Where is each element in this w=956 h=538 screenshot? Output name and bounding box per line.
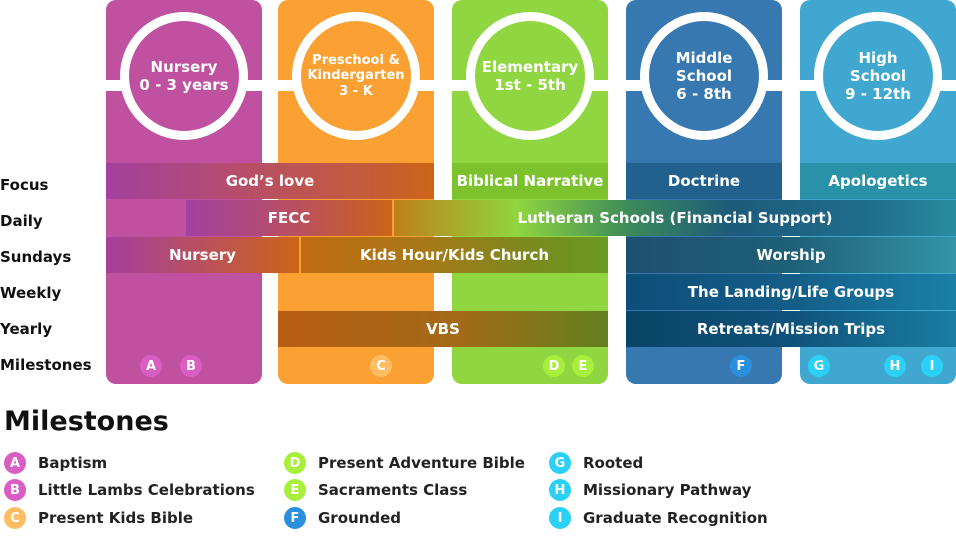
milestone-badge-i: I	[921, 355, 943, 377]
stage-range: 6 - 8th	[676, 85, 732, 103]
stage-range: 0 - 3 years	[139, 76, 229, 94]
legend-item-b: B Little Lambs Celebrations	[4, 478, 255, 502]
milestone-d-icon: D	[284, 452, 306, 474]
stage-circle-middle-school: Middle School 6 - 8th	[640, 12, 768, 140]
stage-title: Elementary	[481, 58, 579, 76]
stage-title: Nursery	[150, 58, 218, 76]
stage-circle-nursery: Nursery 0 - 3 years	[120, 12, 248, 140]
milestone-badge-a: A	[140, 355, 162, 377]
legend-item-a: A Baptism	[4, 451, 107, 475]
milestone-a-icon: A	[4, 452, 26, 474]
milestone-i-icon: I	[549, 507, 571, 529]
stage-title: School	[849, 67, 907, 85]
milestone-badge-g: G	[808, 355, 830, 377]
row-label-weekly: Weekly	[0, 284, 62, 302]
legend-label: Baptism	[38, 454, 108, 472]
sundays-kids-hour: Kids Hour/Kids Church	[301, 237, 608, 273]
milestone-badge-c: C	[370, 355, 392, 377]
stage-title: Kindergarten	[307, 68, 405, 84]
legend-label: Missionary Pathway	[583, 481, 752, 499]
milestone-badge-b: B	[180, 355, 202, 377]
stage-range: 1st - 5th	[494, 76, 566, 94]
legend-title: Milestones	[4, 406, 169, 437]
weekly-the-landing: The Landing/Life Groups	[626, 274, 956, 310]
milestone-badge-e: E	[572, 355, 594, 377]
sundays-worship: Worship	[626, 237, 956, 273]
stage-title: High	[858, 49, 898, 67]
milestone-badge-d: D	[543, 355, 565, 377]
legend-item-e: E Sacraments Class	[284, 478, 467, 502]
legend-item-c: C Present Kids Bible	[4, 506, 193, 530]
legend-label: Sacraments Class	[318, 481, 468, 499]
row-label-daily: Daily	[0, 212, 43, 230]
stage-title: Middle	[675, 49, 733, 67]
milestone-g-icon: G	[549, 452, 571, 474]
milestone-h-icon: H	[549, 479, 571, 501]
legend-item-i: I Graduate Recognition	[549, 506, 768, 530]
focus-doctrine: Doctrine	[626, 163, 782, 199]
legend-label: Rooted	[583, 454, 644, 472]
row-label-yearly: Yearly	[0, 320, 53, 338]
legend-item-h: H Missionary Pathway	[549, 478, 751, 502]
legend-label: Grounded	[318, 509, 402, 527]
focus-gods-love: God’s love	[106, 163, 434, 199]
stage-circle-high-school: High School 9 - 12th	[814, 12, 942, 140]
sundays-nursery: Nursery	[106, 237, 299, 273]
yearly-vbs: VBS	[278, 311, 608, 347]
row-label-focus: Focus	[0, 176, 49, 194]
legend-item-f: F Grounded	[284, 506, 401, 530]
milestone-badge-h: H	[884, 355, 906, 377]
milestone-f-icon: F	[284, 507, 306, 529]
stage-range: 9 - 12th	[845, 85, 911, 103]
yearly-retreats: Retreats/Mission Trips	[626, 311, 956, 347]
stage-circle-elementary: Elementary 1st - 5th	[466, 12, 594, 140]
legend-item-g: G Rooted	[549, 451, 643, 475]
legend-label: Graduate Recognition	[583, 509, 768, 527]
stage-circle-preschool: Preschool & Kindergarten 3 - K	[292, 12, 420, 140]
daily-lutheran-schools: Lutheran Schools (Financial Support)	[394, 200, 956, 236]
legend-label: Present Adventure Bible	[318, 454, 525, 472]
row-label-milestones: Milestones	[0, 356, 92, 374]
stage-title: School	[675, 67, 733, 85]
legend-item-d: D Present Adventure Bible	[284, 451, 525, 475]
milestone-c-icon: C	[4, 507, 26, 529]
focus-biblical-narrative: Biblical Narrative	[452, 163, 608, 199]
legend-label: Present Kids Bible	[38, 509, 194, 527]
stage-range: 3 - K	[339, 83, 373, 99]
milestone-e-icon: E	[284, 479, 306, 501]
daily-fecc: FECC	[186, 200, 392, 236]
stage-title: Preschool &	[312, 52, 400, 68]
milestone-badge-f: F	[730, 355, 752, 377]
focus-apologetics: Apologetics	[800, 163, 956, 199]
row-label-sundays: Sundays	[0, 248, 72, 266]
legend-label: Little Lambs Celebrations	[38, 481, 255, 499]
milestone-b-icon: B	[4, 479, 26, 501]
